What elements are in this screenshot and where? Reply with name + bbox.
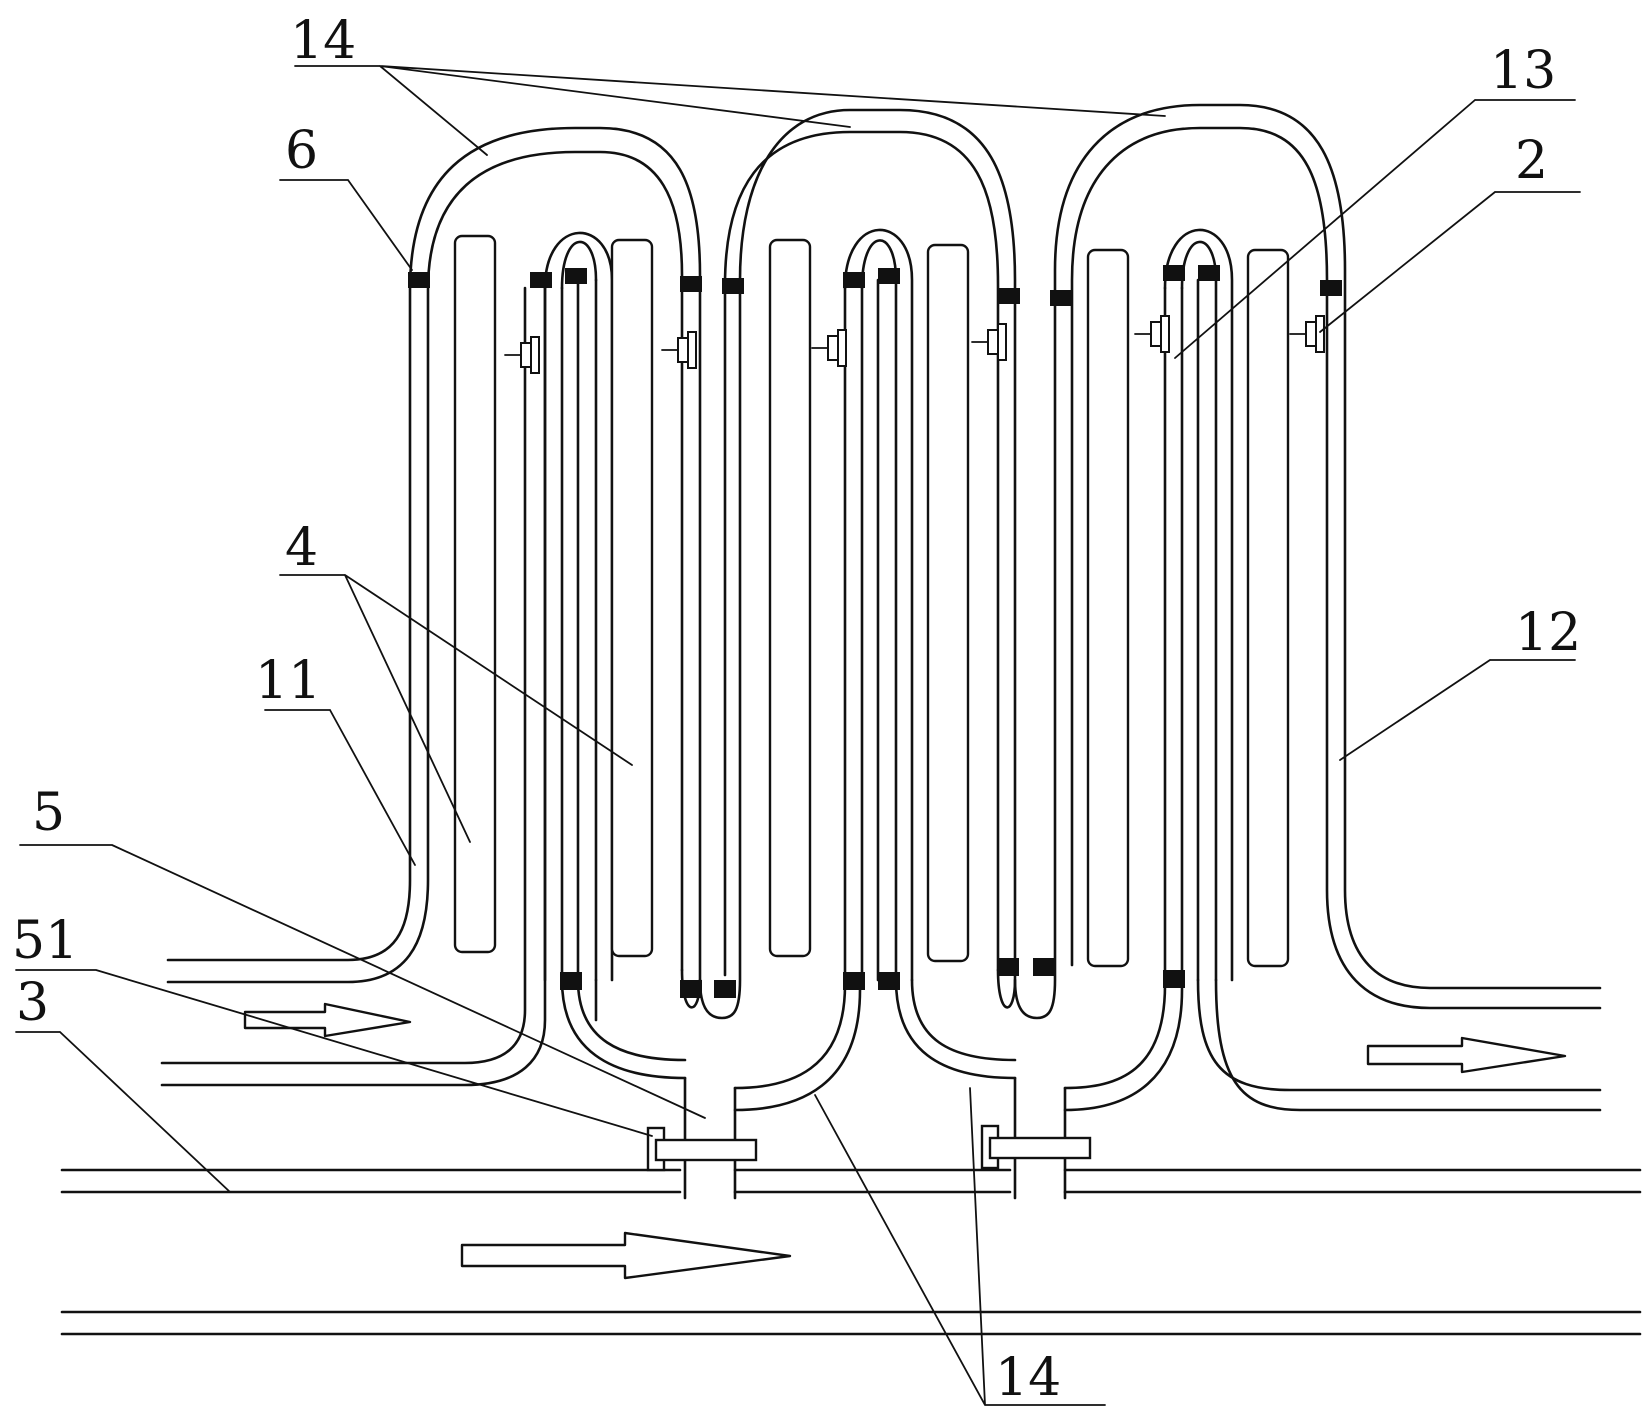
part-labels: 14 13 6 2 4 11 12 5 51 3 14 <box>12 11 1581 1408</box>
joints <box>408 265 1342 998</box>
label-14-top: 14 <box>290 11 356 71</box>
label-5: 5 <box>32 783 65 843</box>
label-6: 6 <box>285 121 318 181</box>
label-3: 3 <box>16 973 49 1033</box>
fin-2 <box>610 238 654 958</box>
riser-tubes <box>543 228 1234 1022</box>
label-4: 4 <box>285 518 318 578</box>
arrow-right-outlet-icon <box>1366 1036 1567 1074</box>
serpentine-tube-inner <box>160 126 1602 1065</box>
valve-right <box>980 1124 1092 1170</box>
label-2: 2 <box>1515 131 1548 191</box>
main-pipe <box>60 1168 1642 1336</box>
branch-stub-left <box>683 1076 737 1200</box>
label-11: 11 <box>255 651 321 711</box>
label-51: 51 <box>12 911 78 971</box>
fin-6 <box>1246 248 1290 968</box>
serpentine-tube-outer <box>160 103 1602 1087</box>
fin-4 <box>926 243 970 963</box>
lower-bends <box>560 978 1602 1112</box>
fasteners <box>504 315 1325 374</box>
label-14-bottom: 14 <box>995 1348 1061 1408</box>
leader-lines <box>15 65 1581 1406</box>
valve-left <box>646 1126 758 1172</box>
arrow-right-main-icon <box>460 1231 792 1280</box>
fin-1 <box>453 234 497 954</box>
fin-3 <box>768 238 812 958</box>
label-12: 12 <box>1515 603 1581 663</box>
arrow-right-inlet-icon <box>243 1002 412 1038</box>
label-13: 13 <box>1490 41 1556 101</box>
fin-5 <box>1086 248 1130 968</box>
fins <box>453 234 1290 968</box>
flow-arrows <box>243 1002 1567 1280</box>
